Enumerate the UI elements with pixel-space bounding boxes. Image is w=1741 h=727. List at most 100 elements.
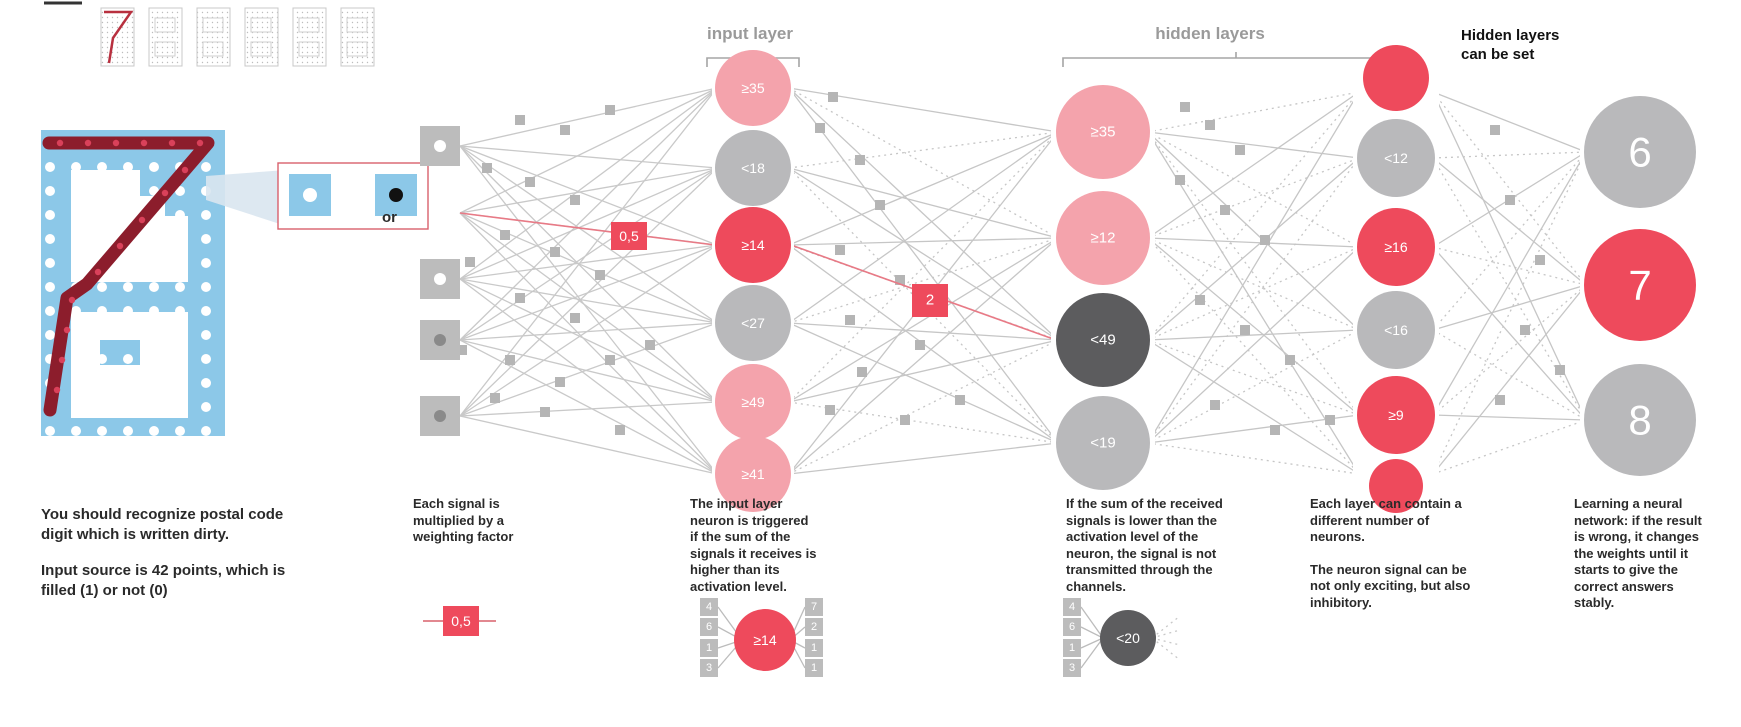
weight-marker	[1505, 195, 1515, 205]
connection-line	[1432, 157, 1587, 421]
mini-digit-outline	[154, 41, 176, 57]
weight-marker	[570, 313, 580, 323]
input-point	[45, 186, 55, 196]
filled-point-dot	[389, 188, 403, 202]
weight-marker	[955, 395, 965, 405]
or-label: or	[382, 209, 397, 226]
learning-caption-line: starts to give the	[1574, 562, 1679, 577]
weight-marker	[570, 195, 580, 205]
connection-line	[459, 145, 718, 324]
weight-marker	[515, 293, 525, 303]
connection-line	[459, 145, 718, 246]
hidden-layers-note: Hidden layers can be set	[1461, 26, 1559, 64]
hidden-neuron-label: <19	[1090, 435, 1115, 452]
weight-marker	[875, 200, 885, 210]
connection-line	[788, 131, 1059, 169]
connection-line	[1147, 329, 1360, 341]
connection-line	[1432, 246, 1587, 286]
connection-line	[1147, 339, 1360, 416]
example2-input-weight	[1063, 598, 1081, 616]
example2-input-line	[1080, 637, 1104, 669]
connection-line	[1147, 91, 1360, 341]
weight-marker	[615, 425, 625, 435]
learning-caption-line: is wrong, it changes	[1574, 529, 1699, 544]
zoom-wedge	[206, 170, 286, 226]
weight-marker	[900, 415, 910, 425]
intro-line: digit which is written dirty.	[41, 526, 230, 543]
learning-caption-line: stably.	[1574, 595, 1615, 610]
hidden-neuron	[1056, 85, 1150, 179]
weight-line: multiplied by a	[413, 512, 505, 528]
input-neuron	[715, 364, 791, 440]
connection-line	[788, 237, 1059, 475]
output-neuron	[1584, 96, 1696, 208]
example2-neuron	[1100, 610, 1156, 666]
digit-blank-region	[71, 312, 188, 418]
example2-input-weight	[1063, 618, 1081, 636]
hidden-neuron	[1357, 208, 1435, 286]
connection-line	[1432, 414, 1587, 421]
weight-marker	[465, 257, 475, 267]
mini-digit-grid	[292, 7, 327, 67]
legend-weight-label: 0,5	[451, 613, 471, 629]
weight-marker	[525, 177, 535, 187]
connection-line	[1432, 151, 1587, 416]
connection-line	[459, 415, 718, 475]
connection-line	[1147, 329, 1360, 444]
mini-digit-outline	[298, 17, 320, 33]
connection-line	[788, 87, 1059, 444]
connection-line	[459, 145, 718, 475]
weight-marker	[1490, 125, 1500, 135]
example-output-weight-label: 1	[811, 662, 817, 674]
connection-line	[459, 401, 718, 417]
connection-line	[1147, 237, 1360, 248]
connection-line	[1147, 237, 1360, 416]
example-input-weight	[700, 598, 718, 616]
connection-line	[459, 167, 718, 214]
connection-line	[788, 442, 1059, 475]
connection-line	[1147, 414, 1360, 444]
input-point	[201, 426, 211, 436]
active-point	[138, 216, 146, 224]
connection-line	[788, 131, 1059, 246]
connection-line	[1432, 151, 1587, 331]
mini-digit-outline	[346, 41, 368, 57]
input-caption-line: The input layer	[690, 496, 783, 511]
weight-line: Each signal is	[413, 496, 500, 511]
active-point	[140, 139, 148, 147]
example-output-weight-label: 2	[811, 621, 817, 633]
hidden-neuron	[1357, 291, 1435, 369]
weight-marker	[645, 340, 655, 350]
input-point	[201, 306, 211, 316]
highlight-connection-1	[459, 212, 716, 246]
hidden-neuron	[1357, 376, 1435, 454]
input-point	[201, 282, 211, 292]
layer-caption-line: not only exciting, but also	[1310, 578, 1471, 593]
weight-marker	[825, 405, 835, 415]
weight-marker	[605, 105, 615, 115]
example-neuron-label: ≥14	[753, 632, 776, 648]
example-input-weight-label: 6	[706, 621, 712, 633]
hidden-layers-bracket	[1062, 52, 1411, 67]
input-point	[201, 210, 211, 220]
active-point	[84, 139, 92, 147]
active-point	[94, 268, 102, 276]
input-point	[201, 378, 211, 388]
mini-digit-grid	[244, 7, 279, 67]
connection-line	[459, 339, 718, 475]
active-point	[196, 139, 204, 147]
connection-line	[459, 278, 718, 403]
output-neuron-label: 7	[1628, 262, 1651, 309]
hidden-neuron	[1056, 396, 1150, 490]
hidden-layers-label: hidden layers	[1155, 24, 1265, 43]
example2-input-weight	[1063, 659, 1081, 677]
input-neuron	[715, 50, 791, 126]
input-point	[175, 426, 185, 436]
active-point	[168, 139, 176, 147]
connection-line	[459, 244, 718, 417]
weight-marker	[1235, 145, 1245, 155]
example2-input-weight-label: 6	[1069, 621, 1075, 633]
connection-line	[1432, 419, 1587, 475]
sum-caption-line: If the sum of the received	[1066, 496, 1223, 511]
connection-line	[788, 167, 1059, 239]
